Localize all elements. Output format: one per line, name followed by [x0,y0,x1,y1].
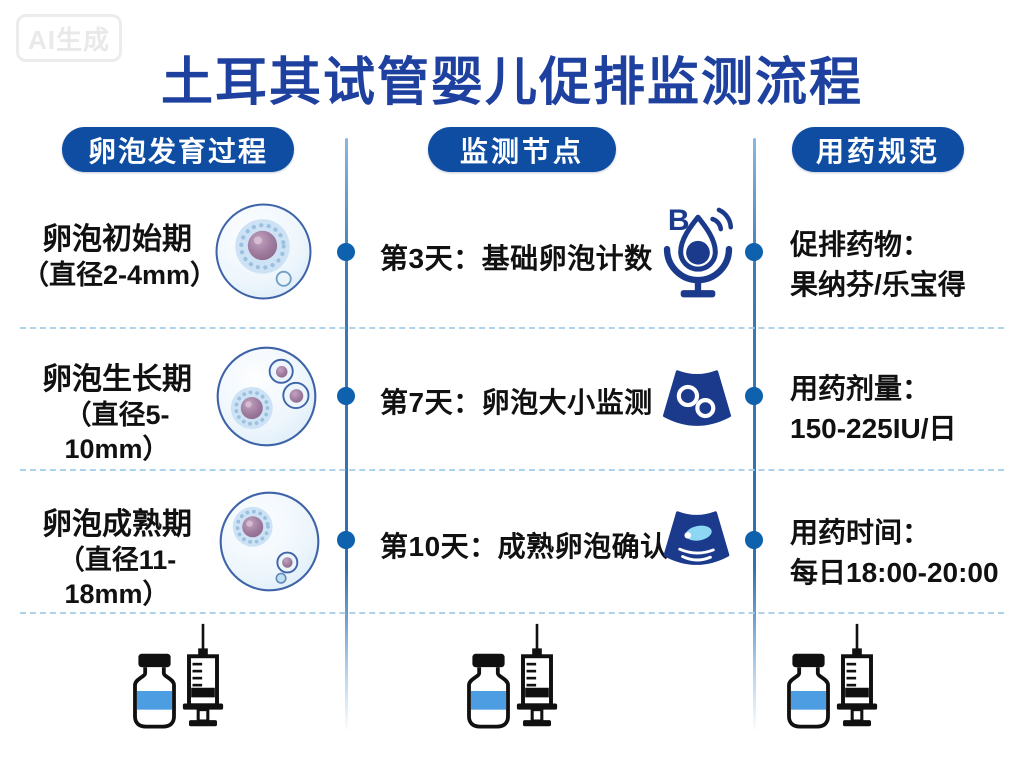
medication-value: 每日18:00-20:00 [790,557,999,588]
medication-label: 用药剂量： [790,373,931,404]
stage-size: （直径5-10mm） [64,400,170,464]
medication-value: 150-225IU/日 [790,413,957,444]
medication-info-timing: 用药时间： 每日18:00-20:00 [790,513,1022,593]
vial-icon [467,653,510,729]
stage-label-mature: 卵泡成熟期 （直径11-18mm） [22,507,212,611]
ultrasound-scan-follicles-icon [662,370,732,426]
row-separator [20,612,1004,614]
timeline-node-dot [745,387,763,405]
column-header-medication-rules: 用药规范 [792,127,964,172]
ai-generated-label: AI生成 [27,24,110,55]
timeline-node-dot [745,531,763,549]
stage-name: 卵泡成熟期 [42,508,192,541]
monitor-text-day10: 第10天：成熟卵泡确认 [380,531,669,562]
medication-vial-syringe-icon [127,617,227,733]
syringe-icon [182,623,224,727]
stage-name: 卵泡生长期 [42,363,192,396]
vial-icon [133,653,176,729]
ai-generated-badge: AI生成 [16,14,122,62]
medication-info-dosage: 用药剂量： 150-225IU/日 [790,369,1022,449]
monitor-text-day3: 第3天：基础卵泡计数 [380,243,653,274]
row-separator [20,327,1004,329]
vial-icon [787,653,830,729]
page-title: 土耳其试管婴儿促排监测流程 [160,54,863,112]
timeline-divider-right [753,138,756,733]
timeline-node-dot [745,243,763,261]
stage-label-initial: 卵泡初始期 （直径2-4mm） [22,222,218,292]
stage-size: （直径11-18mm） [57,545,177,609]
timeline-node-dot [337,387,355,405]
medication-vial-syringe-icon [461,617,561,733]
stage-size: （直径2-4mm） [22,260,218,290]
medication-label: 用药时间： [790,517,931,548]
follicle-initial-icon [215,203,312,300]
row-separator [20,469,1004,471]
stage-label-growth: 卵泡生长期 （直径5-10mm） [22,362,212,466]
follicle-growth-icon [216,346,317,447]
timeline-node-dot [337,243,355,261]
timeline-node-dot [337,531,355,549]
timeline-divider-left [345,138,348,733]
follicle-mature-icon [219,491,320,592]
column-header-follicle-development: 卵泡发育过程 [62,127,294,172]
column-header-monitoring-nodes: 监测节点 [428,127,616,172]
medication-label: 促排药物： [790,229,931,260]
stage-name: 卵泡初始期 [42,223,192,256]
medication-info-drugs: 促排药物： 果纳芬/乐宝得 [790,225,1022,305]
syringe-icon [516,623,558,727]
medication-vial-syringe-icon [781,617,881,733]
svg-text:B: B [668,204,690,237]
syringe-icon [836,623,878,727]
monitor-text-day7: 第7天：卵泡大小监测 [380,387,653,418]
medication-value: 果纳芬/乐宝得 [790,269,966,300]
ultrasound-scan-mature-icon [663,511,730,565]
b-ultrasound-probe-icon: B [663,204,734,298]
